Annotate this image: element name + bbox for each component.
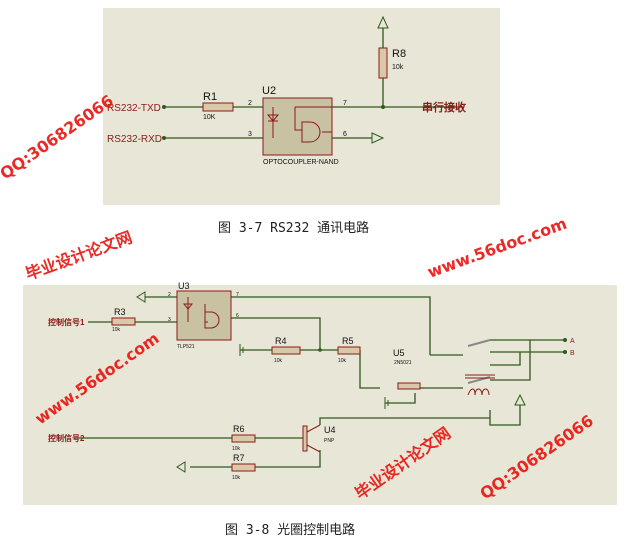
- u2-label: U2: [262, 85, 276, 97]
- u3-type: TLP521: [177, 344, 195, 350]
- wire: [164, 106, 263, 139]
- pin-label: 6: [236, 313, 239, 319]
- u5-type: 2N5021: [394, 360, 412, 366]
- r3-value: 10k: [112, 327, 121, 333]
- resistor-r7: [231, 463, 256, 472]
- transistor-u5: [397, 382, 421, 390]
- r1-label: R1: [203, 91, 217, 103]
- relay-coil: [465, 374, 495, 396]
- wire: [75, 296, 565, 468]
- terminal-b: B: [570, 350, 575, 357]
- r5-value: 10k: [338, 358, 347, 364]
- terminal-a: A: [570, 338, 575, 345]
- r7-label: R7: [233, 453, 245, 463]
- led-and-symbol: [182, 297, 220, 329]
- r8-value: 10k: [392, 64, 404, 71]
- u2-type: OPTOCOUPLER-NAND: [263, 159, 339, 166]
- r6-label: R6: [233, 424, 245, 434]
- terminal-arrow-icon: [136, 291, 526, 473]
- pin-label: 6: [343, 131, 347, 138]
- terminal-b-dot: [563, 350, 567, 354]
- u4-label: U4: [324, 425, 336, 435]
- svg-text:毕业设计论文网: 毕业设计论文网: [23, 228, 135, 284]
- pin-label: 2: [248, 100, 252, 107]
- r6-value: 10k: [232, 446, 241, 452]
- r4-value: 10k: [274, 358, 283, 364]
- ctrl2-label: 控制信号2: [48, 433, 85, 443]
- terminal-arrow-icon: [371, 15, 389, 144]
- r4-label: R4: [275, 336, 287, 346]
- resistor-r4: [271, 346, 301, 355]
- rxd-label: RS232-RXD: [107, 134, 162, 145]
- junction: [381, 105, 385, 109]
- r1-value: 10K: [203, 114, 216, 121]
- pin-label: 2: [168, 292, 171, 298]
- pin-label: 3: [168, 317, 171, 323]
- wire: [332, 28, 463, 139]
- led-nand-symbol: [266, 106, 332, 143]
- optocoupler-u3: [176, 290, 232, 341]
- transistor-u4: [302, 425, 308, 452]
- r5-label: R5: [342, 336, 354, 346]
- txd-label: RS232-TXD: [107, 103, 161, 114]
- svg-text:www.56doc.com: www.56doc.com: [425, 214, 569, 282]
- rs232-circuit: RS232-TXD RS232-RXD R1 10K 2 3 U2 OPTOCO…: [103, 8, 500, 205]
- r7-value: 10k: [232, 475, 241, 481]
- resistor-r1: [202, 102, 234, 112]
- resistor-r8: [378, 47, 388, 79]
- resistor-r5: [337, 346, 361, 355]
- figure-3-7-caption: 图 3-7 RS232 通讯电路: [218, 221, 370, 236]
- iris-control-circuit: 控制信号1 控制信号2 R3 10k U3 TLP521 2 3 7 6 R4 …: [23, 281, 617, 505]
- terminal-a-dot: [563, 338, 567, 342]
- junction: [318, 348, 322, 352]
- pin-label: 7: [236, 292, 239, 298]
- resistor-r3: [111, 317, 136, 326]
- ground-icon: [239, 344, 389, 409]
- r8-label: R8: [392, 48, 406, 60]
- pin-label: 3: [248, 131, 252, 138]
- svg-text:QQ:306826066: QQ:306826066: [0, 91, 117, 183]
- transistor-leads: [306, 424, 321, 453]
- r3-label: R3: [114, 307, 126, 317]
- pin-label: 7: [343, 100, 347, 107]
- ctrl1-label: 控制信号1: [48, 317, 85, 327]
- resistor-r6: [231, 434, 256, 443]
- figure-3-8-caption: 图 3-8 光圈控制电路: [225, 523, 356, 538]
- u5-label: U5: [393, 348, 405, 358]
- u4-type: PNP: [324, 438, 335, 444]
- serial-rx-label: 串行接收: [422, 100, 466, 114]
- u3-label: U3: [178, 281, 190, 291]
